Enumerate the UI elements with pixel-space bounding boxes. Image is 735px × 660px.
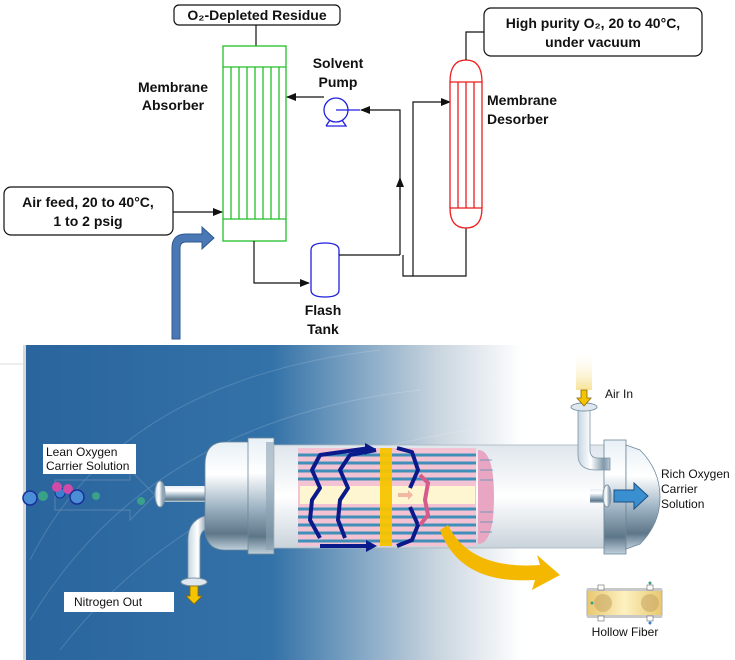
flash-tank — [310, 242, 340, 298]
to-desorber-line — [412, 98, 451, 276]
membrane-absorber — [222, 45, 287, 242]
product-label-box: High purity O₂, 20 to 40°C, under vacuum — [483, 7, 703, 57]
desorber-label-line1: Membrane — [487, 92, 557, 108]
lean-label-wrap: Lean Oxygen Carrier Solution — [43, 444, 136, 474]
tube-sheet — [478, 450, 494, 544]
lean-label-line2: Carrier Solution — [46, 459, 130, 473]
rich-label-line2: Carrier — [661, 482, 698, 496]
flow-arrowhead — [366, 540, 377, 552]
nitrogen-label: Nitrogen Out — [64, 592, 174, 612]
feed-label-line2: 1 to 2 psig — [53, 213, 122, 229]
pointer-arrow-icon — [171, 225, 215, 340]
desorber-label-line2: Desorber — [487, 111, 549, 127]
lean-flow-arrow — [54, 468, 156, 522]
left-end-cap — [204, 437, 275, 555]
rich-out-arrow-icon — [613, 481, 649, 511]
flash-to-pump-line — [360, 106, 401, 255]
feed-label-line1: Air feed, 20 to 40°C, — [22, 194, 154, 210]
air-in-arrow-icon — [576, 389, 592, 407]
membrane-desorber — [449, 59, 483, 229]
flash-label-line1: Flash — [305, 302, 342, 318]
fiber-bundle-cutaway — [298, 448, 494, 546]
rich-label-line1: Rich Oxygen — [661, 467, 730, 481]
feed-label-box: Air feed, 20 to 40°C, 1 to 2 psig — [3, 186, 174, 236]
product-line — [465, 31, 484, 60]
solvent-flow-arrows — [308, 446, 420, 548]
desorber-bottom-line — [402, 228, 467, 277]
pump-label-line1: Solvent — [313, 55, 364, 71]
residue-label: O₂-Depleted Residue — [187, 7, 326, 23]
pink-flow-arrow — [418, 473, 431, 527]
hollow-fiber-label: Hollow Fiber — [592, 625, 659, 639]
product-label-line1: High purity O₂, 20 to 40°C, — [506, 15, 680, 31]
molecules-icon — [22, 482, 145, 506]
hollow-fiber-icon — [586, 581, 663, 625]
zoom-arrow-icon — [440, 525, 560, 590]
flow-arrowhead — [365, 443, 376, 455]
lean-label: Lean Oxygen Carrier Solution — [43, 444, 136, 474]
nitrogen-arrow-icon — [185, 585, 203, 605]
flash-label-line2: Tank — [307, 321, 339, 337]
absorber-label-line2: Absorber — [142, 97, 205, 113]
rich-outlet-pipe — [590, 484, 612, 508]
product-label-line2: under vacuum — [545, 34, 641, 50]
residue-label-box: O₂-Depleted Residue — [173, 4, 341, 26]
air-inlet-pipe — [570, 350, 611, 471]
pump-label-line2: Pump — [319, 74, 358, 90]
inner-flow-arrow — [398, 490, 413, 500]
lean-label-line1: Lean Oxygen — [46, 445, 118, 459]
air-in-label: Air In — [605, 387, 633, 401]
air-smoke — [576, 350, 592, 390]
rich-label-line3: Solution — [661, 497, 704, 511]
absorber-label-line1: Membrane — [138, 79, 208, 95]
solvent-pump-icon — [323, 97, 360, 127]
baffle — [380, 448, 392, 546]
absorber-to-flash-line — [253, 241, 310, 287]
nitrogen-label-wrap: Nitrogen Out — [64, 592, 174, 612]
lean-inlet-pipe — [154, 480, 208, 508]
